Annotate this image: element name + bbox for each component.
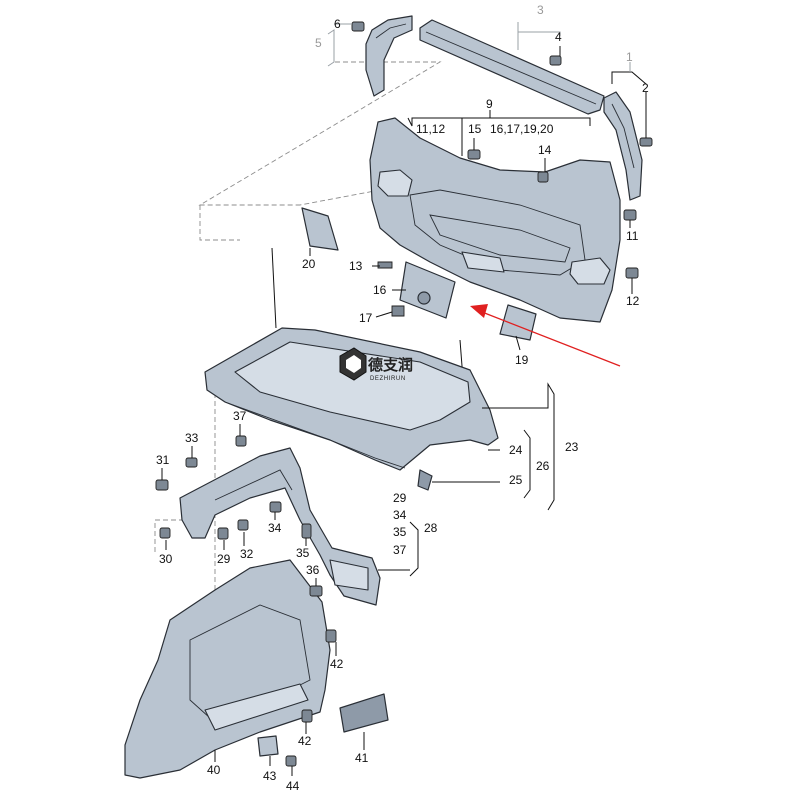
left-upper-trim-strip bbox=[365, 15, 413, 97]
left-side-trim-panel bbox=[179, 447, 381, 606]
callout-40: 40 bbox=[207, 763, 221, 777]
callout-15: 15 bbox=[468, 122, 482, 136]
cover-cap-19 bbox=[499, 304, 537, 341]
leader-lines bbox=[161, 46, 647, 776]
trim-cap-43 bbox=[257, 735, 279, 757]
red-arrow bbox=[470, 304, 621, 367]
callout-16: 16 bbox=[373, 283, 387, 297]
cover-plate-16 bbox=[399, 261, 456, 319]
parcel-shelf bbox=[204, 247, 499, 491]
callout-28: 28 bbox=[424, 521, 438, 535]
callout-35: 35 bbox=[296, 546, 310, 560]
callout-24: 24 bbox=[509, 443, 523, 457]
callout-25: 25 bbox=[509, 473, 523, 487]
trim-cover-41 bbox=[339, 693, 389, 733]
callout-19: 19 bbox=[515, 353, 529, 367]
callout-1: 1 bbox=[626, 50, 633, 64]
callout-32: 32 bbox=[240, 547, 254, 561]
callout-43: 43 bbox=[263, 769, 277, 783]
right-side-trim-strip bbox=[603, 91, 643, 201]
callout-20: 20 bbox=[302, 257, 316, 271]
tailgate-trim-panel bbox=[369, 117, 621, 323]
callout-37-group: 37 bbox=[393, 543, 407, 557]
grey-leader-lines bbox=[327, 22, 631, 72]
callout-17: 17 bbox=[359, 311, 373, 325]
callout-37: 37 bbox=[233, 409, 247, 423]
callout-numbers: 3 6 5 4 1 2 9 11,12 15 16,17,19,20 14 11… bbox=[156, 3, 649, 793]
top-trim-strip bbox=[419, 19, 605, 115]
callout-31: 31 bbox=[156, 453, 170, 467]
callout-2: 2 bbox=[642, 81, 649, 95]
callout-12: 12 bbox=[626, 294, 640, 308]
top-fasteners bbox=[351, 21, 653, 317]
callout-29: 29 bbox=[217, 552, 231, 566]
callout-30: 30 bbox=[159, 552, 173, 566]
callout-36: 36 bbox=[306, 563, 320, 577]
callout-41: 41 bbox=[355, 751, 369, 765]
callout-4: 4 bbox=[555, 30, 562, 44]
callout-35-group: 35 bbox=[393, 525, 407, 539]
callout-42-lower: 42 bbox=[298, 734, 312, 748]
callout-16-17-19-20: 16,17,19,20 bbox=[490, 122, 554, 136]
callout-33: 33 bbox=[185, 431, 199, 445]
callout-3: 3 bbox=[537, 3, 544, 17]
callout-6: 6 bbox=[334, 17, 341, 31]
watermark-brand: 德支润 bbox=[368, 356, 413, 374]
watermark-sub: DEZHIRUN bbox=[370, 376, 406, 382]
callout-14: 14 bbox=[538, 143, 552, 157]
luggage-compartment-side-trim bbox=[124, 559, 331, 779]
callout-9: 9 bbox=[486, 97, 493, 111]
cover-cap-20 bbox=[301, 207, 339, 251]
watermark-logo: 德支润 DEZHIRUN bbox=[339, 347, 413, 382]
callout-11: 11 bbox=[626, 229, 639, 243]
callout-29-group: 29 bbox=[393, 491, 407, 505]
callout-34-group: 34 bbox=[393, 508, 407, 522]
callout-11-12: 11,12 bbox=[416, 122, 445, 136]
callout-42-upper: 42 bbox=[330, 657, 344, 671]
callout-34: 34 bbox=[268, 521, 282, 535]
callout-26: 26 bbox=[536, 459, 550, 473]
callout-44: 44 bbox=[286, 779, 300, 793]
callout-13: 13 bbox=[349, 259, 363, 273]
lower-fasteners bbox=[155, 435, 337, 767]
callout-5: 5 bbox=[315, 36, 322, 50]
callout-23: 23 bbox=[565, 440, 579, 454]
